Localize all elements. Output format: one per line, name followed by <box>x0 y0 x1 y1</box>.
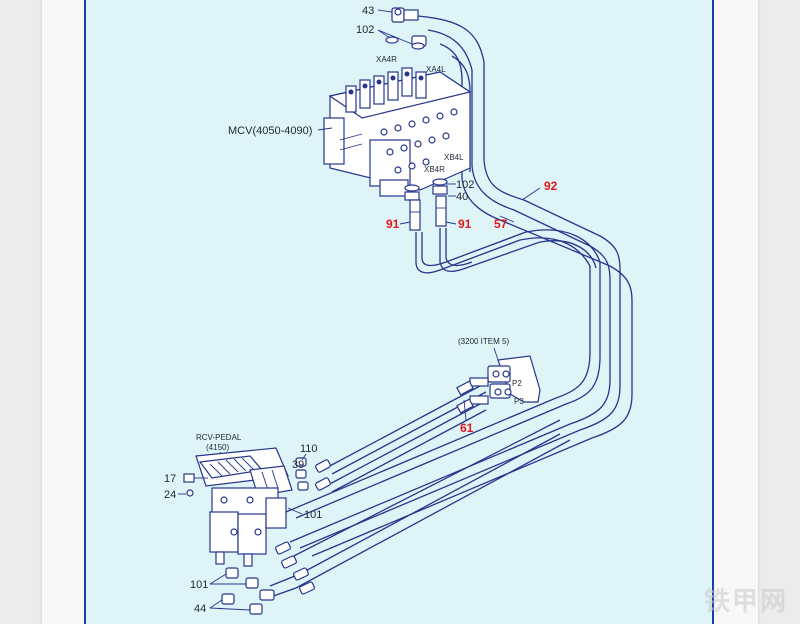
callout-101-right: 101 <box>304 509 322 521</box>
leader-91-right <box>445 221 457 225</box>
rcv-pedal-assembly <box>195 447 293 567</box>
callout-110: 110 <box>300 443 318 455</box>
label-rcv-number: (4150) <box>206 443 229 452</box>
leader-91-left <box>399 221 411 225</box>
callout-91-left: 91 <box>386 217 400 231</box>
callout-17: 17 <box>164 473 176 485</box>
fitting-43 <box>391 7 419 23</box>
port-xa4l: XA4L <box>426 65 446 74</box>
leader-44-a <box>209 599 223 609</box>
hose-91-left <box>285 229 601 519</box>
port-p2: P2 <box>512 379 522 388</box>
leader-102-top <box>377 29 391 39</box>
leader-3200 <box>493 347 499 361</box>
fitting-102-top <box>385 35 427 50</box>
callout-61: 61 <box>460 421 474 435</box>
leader-mcv <box>317 127 333 131</box>
port-xb4l: XB4L <box>444 153 464 162</box>
callout-44: 44 <box>194 603 206 615</box>
callout-101-left: 101 <box>190 579 208 591</box>
fitting-102-40 <box>404 178 448 231</box>
leader-102-top-b <box>377 29 413 45</box>
manifold-block-3200 <box>469 355 541 405</box>
leader-110 <box>301 453 307 461</box>
port-xa4r: XA4R <box>376 55 397 64</box>
leader-61 <box>463 399 467 421</box>
watermark-logo: 铁甲网 <box>703 587 788 617</box>
label-mcv: MCV(4050-4090) <box>228 125 312 137</box>
hose-91-right <box>439 228 597 273</box>
leader-57 <box>499 215 515 223</box>
label-rcv-pedal: RCV-PEDAL <box>196 433 242 442</box>
callout-92: 92 <box>544 179 558 193</box>
callout-102-mid: 102 <box>456 179 474 191</box>
label-3200-item5: (3200 ITEM 5) <box>458 337 509 346</box>
leader-92 <box>521 187 541 201</box>
port-p3: P3 <box>514 397 524 406</box>
leader-101-left-a <box>209 573 227 585</box>
fitting-17-24 <box>183 473 208 497</box>
callout-40: 40 <box>456 191 468 203</box>
callout-24: 24 <box>164 489 176 501</box>
hose-92-outer <box>289 15 621 549</box>
callout-102-top: 102 <box>356 24 374 36</box>
port-xb4r: XB4R <box>424 165 445 174</box>
callout-39: 39 <box>292 459 304 471</box>
mcv-valve-block <box>323 67 472 197</box>
hose-61-pair <box>325 385 487 493</box>
callout-57: 57 <box>494 217 508 231</box>
callout-91-right: 91 <box>458 217 472 231</box>
fitting-110-39 <box>295 457 309 491</box>
fittings-lower <box>221 459 331 615</box>
leader-43 <box>377 9 393 13</box>
leader-44-b <box>209 607 251 611</box>
leader-101-right <box>287 507 303 515</box>
callout-43: 43 <box>362 5 374 17</box>
